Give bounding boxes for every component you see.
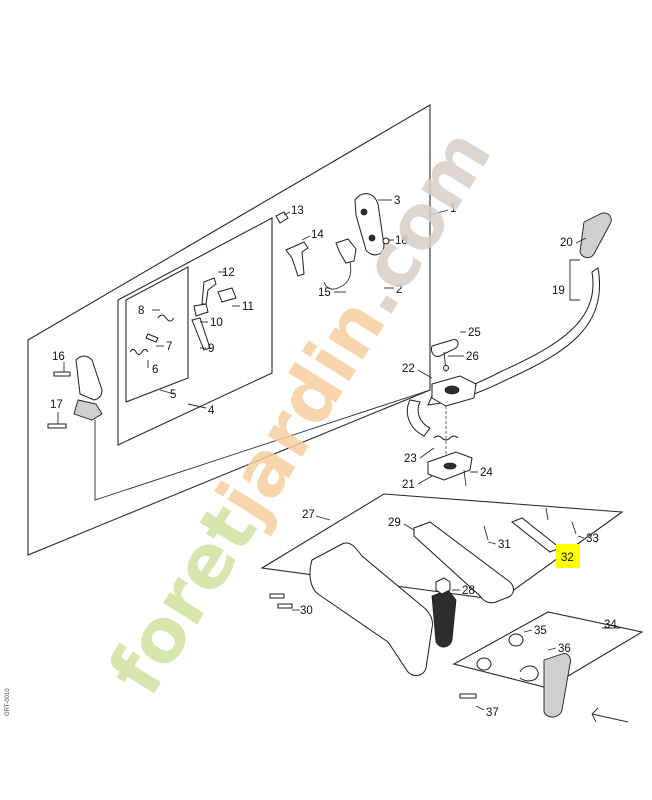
part-25-knob bbox=[431, 339, 459, 357]
part-36-clamp-ring bbox=[519, 665, 539, 682]
label-4: 4 bbox=[208, 405, 215, 417]
part-31-screw bbox=[483, 525, 489, 541]
label-34: 34 bbox=[604, 619, 617, 631]
label-15: 15 bbox=[318, 287, 331, 299]
side-reference-code: GRT-0010 bbox=[5, 688, 11, 716]
part-36-grip bbox=[543, 653, 571, 718]
frame-link-line bbox=[94, 389, 431, 501]
label-7: 7 bbox=[166, 341, 172, 353]
part-19-handlebar-tube bbox=[427, 267, 600, 406]
label-11: 11 bbox=[242, 301, 254, 313]
label-16: 16 bbox=[52, 351, 65, 363]
part-17-handle-foot bbox=[73, 399, 103, 421]
part-19-tube-end bbox=[406, 399, 431, 437]
part-29-cover bbox=[413, 521, 514, 604]
part-11-lock bbox=[217, 287, 237, 303]
part-3-screw-hole-2 bbox=[368, 234, 376, 242]
part-14-trigger bbox=[285, 241, 309, 277]
label-17: 17 bbox=[50, 399, 63, 411]
label-35: 35 bbox=[534, 625, 547, 637]
part-37-screw bbox=[459, 693, 477, 699]
label-26: 26 bbox=[466, 351, 479, 363]
part-3-lever-housing bbox=[354, 193, 385, 256]
part-24-screw bbox=[463, 469, 467, 487]
part-3-screw-hole bbox=[360, 208, 368, 216]
label-5: 5 bbox=[170, 389, 176, 401]
label-32: 32 bbox=[561, 552, 574, 564]
part-26-washer bbox=[443, 365, 449, 371]
label-25: 25 bbox=[468, 327, 481, 339]
part-21-bore bbox=[443, 462, 457, 470]
leader-lines bbox=[57, 199, 620, 711]
label-19: 19 bbox=[552, 285, 565, 297]
label-22: 22 bbox=[402, 363, 415, 375]
part-18-screw bbox=[382, 237, 390, 245]
part-12-lever bbox=[201, 277, 217, 305]
part-8-spring bbox=[157, 314, 175, 322]
label-33: 33 bbox=[586, 533, 599, 545]
part-28-nut bbox=[435, 577, 451, 595]
label-21: 21 bbox=[402, 479, 415, 491]
label-9: 9 bbox=[208, 343, 214, 355]
part-27-main-handle bbox=[309, 542, 433, 676]
callout-labels: 1 2 3 4 5 6 7 8 9 10 11 12 13 14 15 16 1… bbox=[50, 195, 617, 719]
assembly-frame-4 bbox=[117, 217, 273, 446]
handle-assembly-frame-27 bbox=[260, 493, 624, 601]
part-16-handle-bracket bbox=[75, 355, 103, 401]
part-35-bushing-2 bbox=[476, 657, 492, 671]
label-2: 2 bbox=[396, 284, 402, 296]
label-31: 31 bbox=[498, 539, 511, 551]
label-23: 23 bbox=[404, 453, 417, 465]
part-33-screw-a bbox=[545, 507, 549, 521]
label-28: 28 bbox=[462, 585, 475, 597]
label-27: 27 bbox=[302, 509, 315, 521]
label-18: 18 bbox=[395, 235, 408, 247]
label-10: 10 bbox=[210, 317, 223, 329]
label-29: 29 bbox=[388, 517, 401, 529]
part-22-bore bbox=[444, 385, 460, 395]
part-9-throttle bbox=[191, 317, 211, 351]
watermark-part-jardin: jardin bbox=[199, 284, 402, 538]
label-13: 13 bbox=[291, 205, 304, 217]
part-10-lever bbox=[193, 303, 209, 317]
watermark-part-foret: foret bbox=[92, 490, 274, 710]
label-30: 30 bbox=[300, 605, 313, 617]
part-30-screw-a bbox=[269, 593, 285, 599]
part-15-switch-cable bbox=[335, 238, 357, 264]
part-17-screw bbox=[47, 423, 67, 429]
label-36: 36 bbox=[558, 643, 571, 655]
watermark-part-com: .com bbox=[330, 115, 509, 330]
part-15-cable bbox=[323, 261, 352, 290]
label-1: 1 bbox=[450, 203, 456, 215]
part-16-screw bbox=[53, 371, 71, 377]
part-30-screw-b bbox=[277, 603, 293, 609]
label-12: 12 bbox=[222, 267, 235, 279]
grip-assembly-frame-34 bbox=[452, 611, 644, 689]
part-32-plate bbox=[511, 517, 561, 553]
assembly-frame-5 bbox=[125, 266, 189, 403]
label-37: 37 bbox=[486, 707, 499, 719]
part-6-spring bbox=[129, 349, 149, 355]
part-20-grip bbox=[579, 212, 612, 259]
label-8: 8 bbox=[138, 305, 144, 317]
part-35-bushing bbox=[508, 633, 524, 647]
label-14: 14 bbox=[311, 229, 324, 241]
part-27-handle-grip bbox=[431, 589, 457, 648]
label-6: 6 bbox=[152, 364, 158, 376]
highlight-box-32 bbox=[556, 544, 580, 568]
label-24: 24 bbox=[480, 467, 493, 479]
label-20: 20 bbox=[560, 237, 573, 249]
part-7-pin bbox=[145, 333, 159, 343]
part-33-screw-b bbox=[571, 521, 577, 535]
label-3: 3 bbox=[394, 195, 400, 207]
direction-arrow bbox=[591, 707, 629, 723]
